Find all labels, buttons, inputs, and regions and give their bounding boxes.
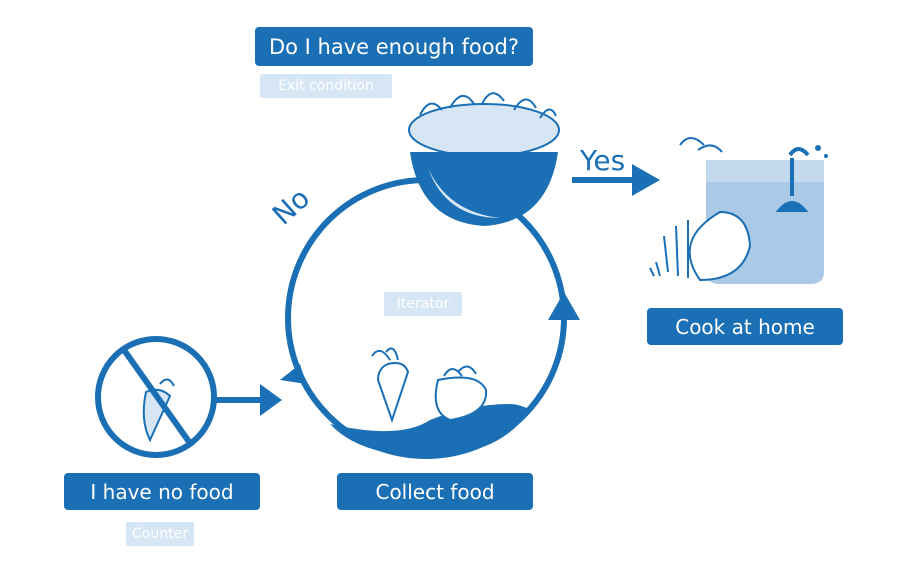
bowl-of-food-icon (408, 92, 560, 226)
iterator-tag: Iterator (384, 292, 462, 316)
collected-vegetables-icon (330, 347, 530, 456)
yes-arrow-icon (572, 164, 660, 196)
question-label: Do I have enough food? (255, 27, 533, 66)
exit-condition-tag: Exit condition (260, 74, 392, 98)
collect-food-label: Collect food (337, 473, 533, 510)
no-food-icon (95, 336, 217, 458)
loop-arrow-up-icon (548, 292, 580, 320)
no-food-label: I have no food (64, 473, 260, 510)
cooking-pot-icon (649, 137, 828, 284)
yes-label: Yes (580, 144, 626, 177)
cook-at-home-label: Cook at home (647, 308, 843, 345)
entry-arrow-icon (216, 384, 282, 416)
counter-tag: Counter (126, 522, 194, 546)
loop-arrow-down-icon (280, 364, 306, 384)
